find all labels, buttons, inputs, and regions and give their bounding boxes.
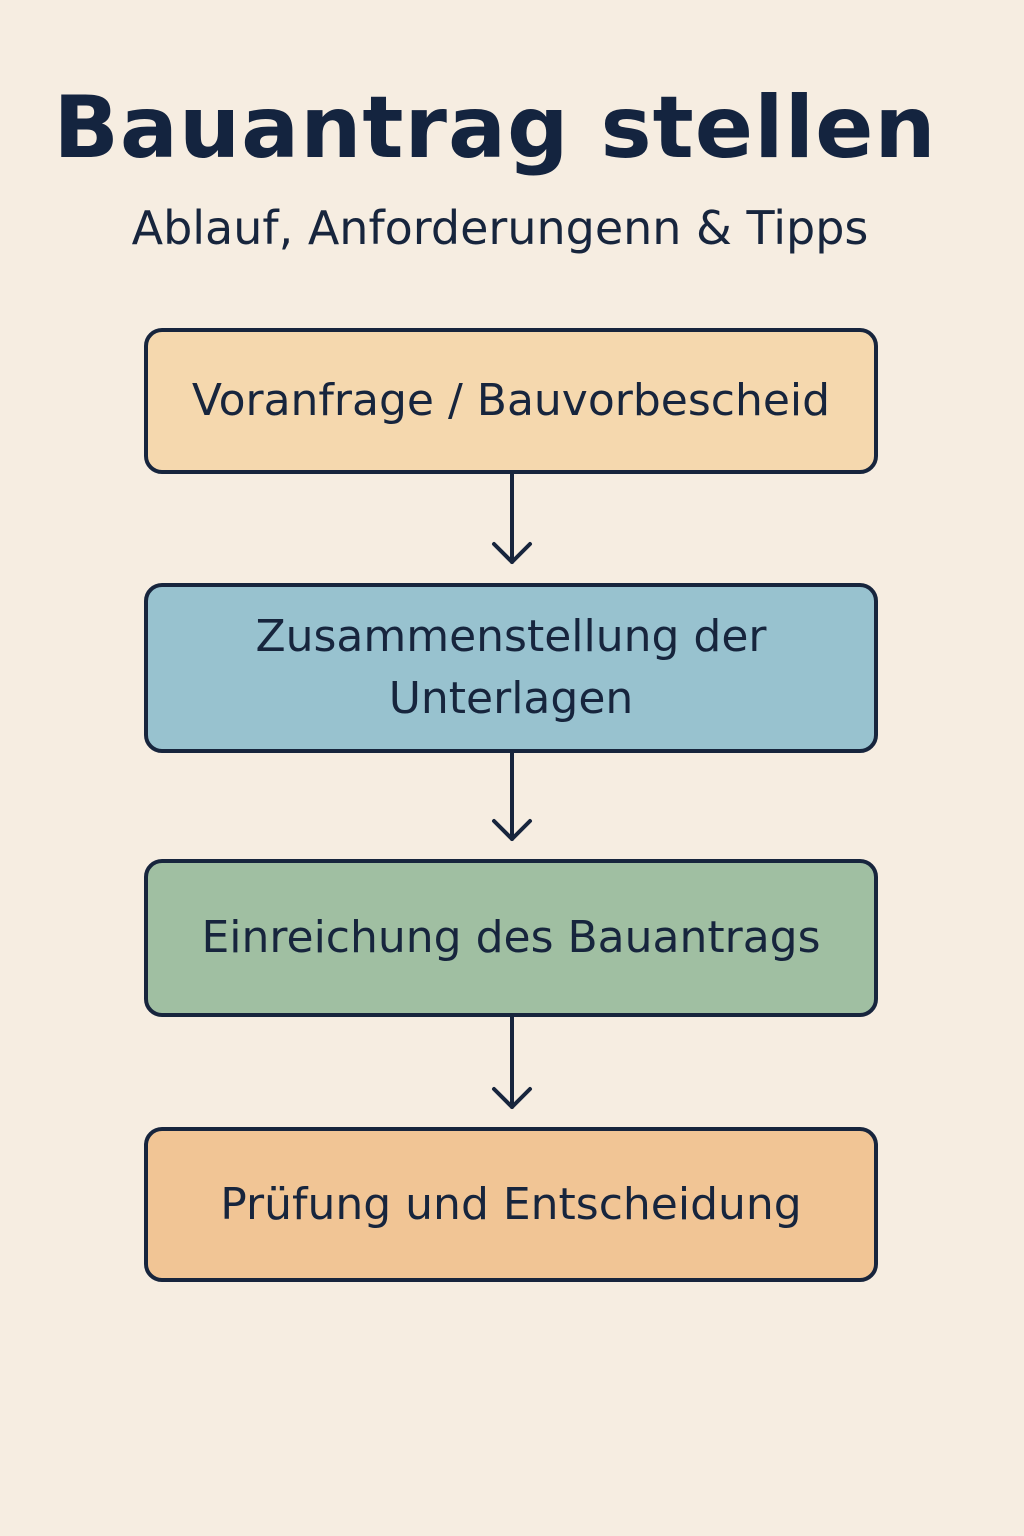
diagram-title: Bauantrag stellen — [53, 78, 937, 178]
step-box-unterlagen: Zusammenstellung der Unterlagen — [144, 583, 878, 753]
down-arrow-icon — [492, 1017, 532, 1109]
step-box-einreichung: Einreichung des Bauantrags — [144, 859, 878, 1017]
step-label: Voranfrage / Bauvorbescheid — [191, 375, 831, 426]
diagram-subtitle: Ablauf, Anforderungenn & Tipps — [131, 201, 869, 255]
step-label: Einreichung des Bauantrags — [201, 912, 821, 963]
step-box-voranfrage: Voranfrage / Bauvorbescheid — [144, 328, 878, 474]
step-label: Prüfung und Entscheidung — [220, 1178, 802, 1230]
step-label: Zusammenstellung der Unterlagen — [255, 611, 767, 724]
step-box-pruefung: Prüfung und Entscheidung — [144, 1127, 878, 1282]
down-arrow-icon — [492, 753, 532, 841]
down-arrow-icon — [492, 474, 532, 564]
